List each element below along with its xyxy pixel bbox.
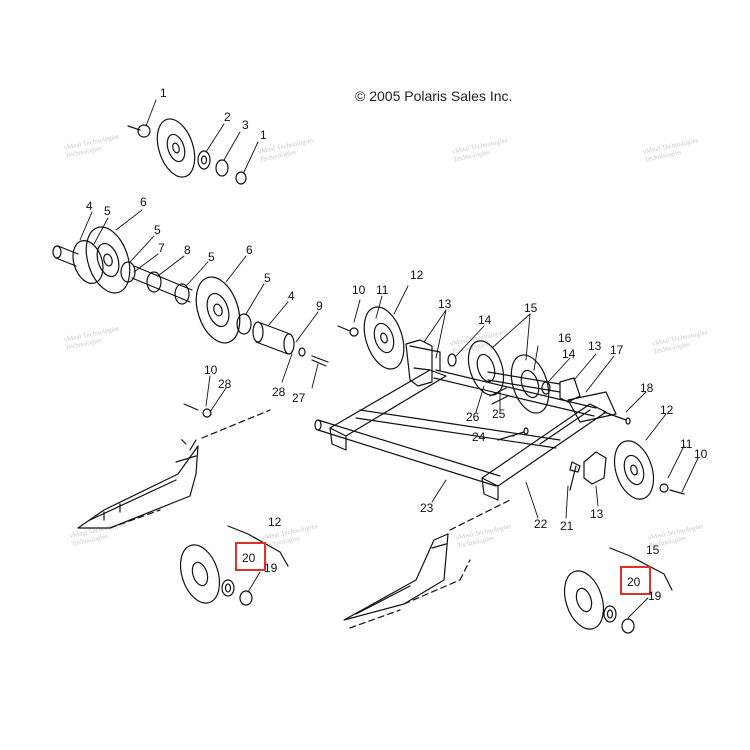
callout-5: 5 <box>208 250 215 264</box>
callout-28: 28 <box>272 385 286 399</box>
callout-17: 17 <box>610 343 624 357</box>
bottom-right-wheel <box>563 547 673 634</box>
left-side-rail <box>77 409 271 529</box>
highlight-box-right <box>620 566 651 595</box>
callout-15: 15 <box>524 301 538 315</box>
callout-6: 6 <box>140 195 147 209</box>
callout-13: 13 <box>590 507 604 521</box>
callout-23: 23 <box>420 501 434 515</box>
center-side-rail <box>343 499 511 629</box>
callout-8: 8 <box>184 243 191 257</box>
callout-9: 9 <box>316 299 323 313</box>
left-axle-assembly <box>52 226 329 367</box>
callout-3: 3 <box>242 118 249 132</box>
callout-11: 11 <box>376 283 389 297</box>
callout-13: 13 <box>438 297 452 311</box>
callout-22: 22 <box>534 517 548 531</box>
callout-10: 10 <box>352 283 366 297</box>
callout-12: 12 <box>268 515 282 529</box>
callout-20: 20 <box>627 575 641 589</box>
callout-14: 14 <box>478 313 492 327</box>
top-wheel-assembly <box>127 118 247 185</box>
highlight-box-left <box>235 542 266 571</box>
callout-1: 1 <box>260 128 267 142</box>
callout-12: 12 <box>410 268 424 282</box>
callout-4: 4 <box>86 199 93 213</box>
main-frame <box>183 345 631 501</box>
callout-18: 18 <box>640 381 654 395</box>
callout-12: 12 <box>660 403 674 417</box>
callout-6: 6 <box>246 243 253 257</box>
callout-11: 11 <box>680 437 693 451</box>
callout-4: 4 <box>288 289 295 303</box>
callout-14: 14 <box>562 347 576 361</box>
callout-15: 15 <box>646 543 660 557</box>
callout-5: 5 <box>264 271 271 285</box>
copyright-text: © 2005 Polaris Sales Inc. <box>355 88 513 104</box>
callout-19: 19 <box>264 561 278 575</box>
callout-21: 21 <box>560 519 574 533</box>
callout-7: 7 <box>158 241 165 255</box>
callout-5: 5 <box>104 204 111 218</box>
callout-16: 16 <box>558 331 572 345</box>
callout-24: 24 <box>472 430 486 444</box>
leader-lines <box>79 99 699 619</box>
callout-19: 19 <box>648 589 662 603</box>
callout-13: 13 <box>588 339 602 353</box>
callout-1: 1 <box>160 86 167 100</box>
callout-10: 10 <box>694 447 708 461</box>
callout-27: 27 <box>292 391 306 405</box>
callout-10: 10 <box>204 363 218 377</box>
callout-25: 25 <box>492 407 506 421</box>
callout-26: 26 <box>466 410 480 424</box>
callout-28: 28 <box>218 377 232 391</box>
right-wheel <box>583 440 685 500</box>
callout-labels: 1 2 3 1 4 5 6 5 7 8 5 6 5 4 9 28 27 10 2… <box>86 86 708 603</box>
callout-2: 2 <box>224 110 231 124</box>
center-wheels <box>337 306 581 414</box>
callout-20: 20 <box>242 551 256 565</box>
callout-5: 5 <box>154 223 161 237</box>
bottom-left-wheel <box>179 525 289 606</box>
